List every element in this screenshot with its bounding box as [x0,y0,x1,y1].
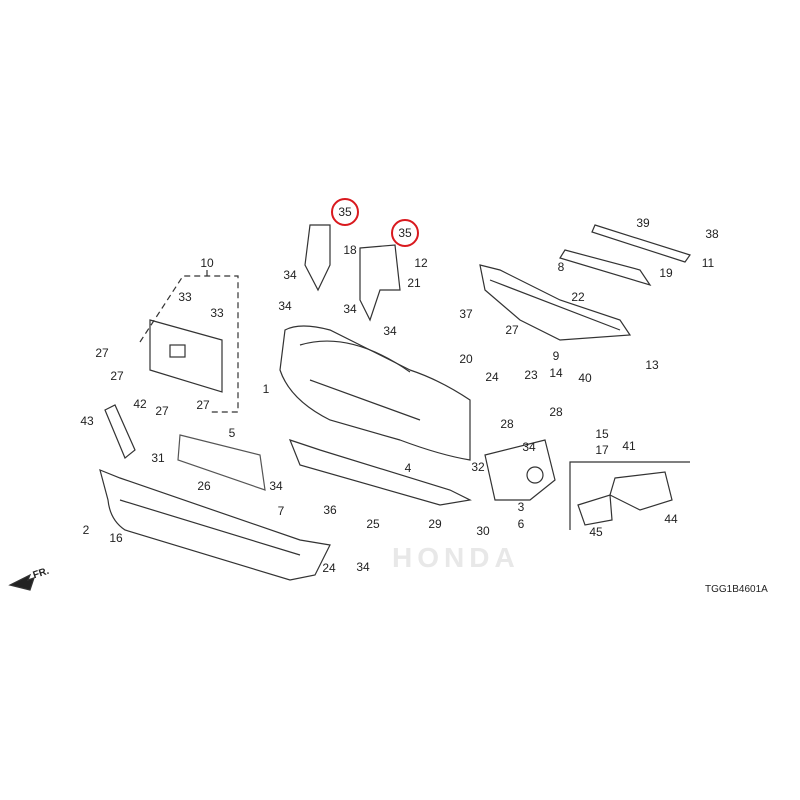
part-callout[interactable]: 21 [407,276,421,290]
inset-box [569,461,690,530]
part-callout[interactable]: 27 [155,404,169,418]
fog-cover-45 [577,494,613,526]
highlighted-part-callout[interactable]: 35 [391,219,419,247]
part-callout[interactable]: 34 [278,299,292,313]
part-callout[interactable]: 33 [178,290,192,304]
part-callout[interactable]: 33 [210,306,224,320]
part-callout[interactable]: 8 [557,260,565,274]
lower-grille [177,434,266,491]
part-callout[interactable]: 45 [589,525,603,539]
part-callout[interactable]: 10 [200,256,214,270]
upper-grille [479,264,632,341]
front-bumper [279,325,471,461]
part-callout[interactable]: 3 [517,500,525,514]
part-callout[interactable]: 36 [323,503,337,517]
part-callout[interactable]: 11 [701,256,715,270]
part-callout[interactable]: 13 [645,358,659,372]
bracket-group-outline [139,275,239,413]
part-callout[interactable]: 34 [356,560,370,574]
part-callout[interactable]: 26 [197,479,211,493]
part-callout[interactable]: 1 [262,382,270,396]
part-callout[interactable]: 29 [428,517,442,531]
front-spoiler [99,468,331,581]
diagram-code: TGG1B4601A [705,584,768,595]
highlighted-part-callout[interactable]: 35 [331,198,359,226]
part-callout[interactable]: 24 [485,370,499,384]
part-callout[interactable]: 44 [664,512,678,526]
part-callout[interactable]: 34 [283,268,297,282]
part-callout[interactable]: 43 [80,414,94,428]
part-callout[interactable]: 2 [82,523,90,537]
part-callout[interactable]: 19 [659,266,673,280]
part-callout[interactable]: 9 [552,349,560,363]
part-callout[interactable]: 7 [277,504,285,518]
part-callout[interactable]: 34 [522,440,536,454]
part-callout[interactable]: 34 [383,324,397,338]
part-callout[interactable]: 28 [500,417,514,431]
part-callout[interactable]: 27 [505,323,519,337]
part-callout[interactable]: 34 [343,302,357,316]
part-callout[interactable]: 27 [95,346,109,360]
honda-watermark: HONDA [392,542,520,573]
part-callout[interactable]: 23 [524,368,538,382]
part-callout[interactable]: 37 [459,307,473,321]
part-callout[interactable]: 18 [343,243,357,257]
part-callout[interactable]: 16 [109,531,123,545]
part-callout[interactable]: 4 [404,461,412,475]
part-callout[interactable]: 14 [549,366,563,380]
part-callout[interactable]: 41 [622,439,636,453]
part-callout[interactable]: 32 [471,460,485,474]
part-callout[interactable]: 6 [517,517,525,531]
side-bracket-18 [304,224,331,292]
part-callout[interactable]: 40 [578,371,592,385]
part-callout[interactable]: 5 [228,426,236,440]
front-direction-arrow [8,573,35,591]
part-callout[interactable]: 39 [636,216,650,230]
part-callout[interactable]: 24 [322,561,336,575]
part-callout[interactable]: 42 [133,397,147,411]
part-callout[interactable]: 34 [269,479,283,493]
side-bracket-21 [359,244,401,322]
part-callout[interactable]: 12 [414,256,428,270]
license-plate-bracket [149,319,223,393]
part-callout[interactable]: 15 [595,427,609,441]
part-callout[interactable]: 31 [151,451,165,465]
part-callout[interactable]: 30 [476,524,490,538]
upper-beam [559,249,652,287]
side-garnish-43 [104,404,136,459]
fog-cover-44 [609,471,673,511]
part-callout[interactable]: 22 [571,290,585,304]
lower-spoiler [288,439,472,506]
part-callout[interactable]: 27 [196,398,210,412]
absorber-beam [591,224,691,263]
fog-light-garnish [484,439,556,501]
part-callout[interactable]: 27 [110,369,124,383]
part-callout[interactable]: 17 [595,443,609,457]
part-callout[interactable]: 28 [549,405,563,419]
part-callout[interactable]: 20 [459,352,473,366]
part-callout[interactable]: 25 [366,517,380,531]
part-callout[interactable]: 38 [705,227,719,241]
